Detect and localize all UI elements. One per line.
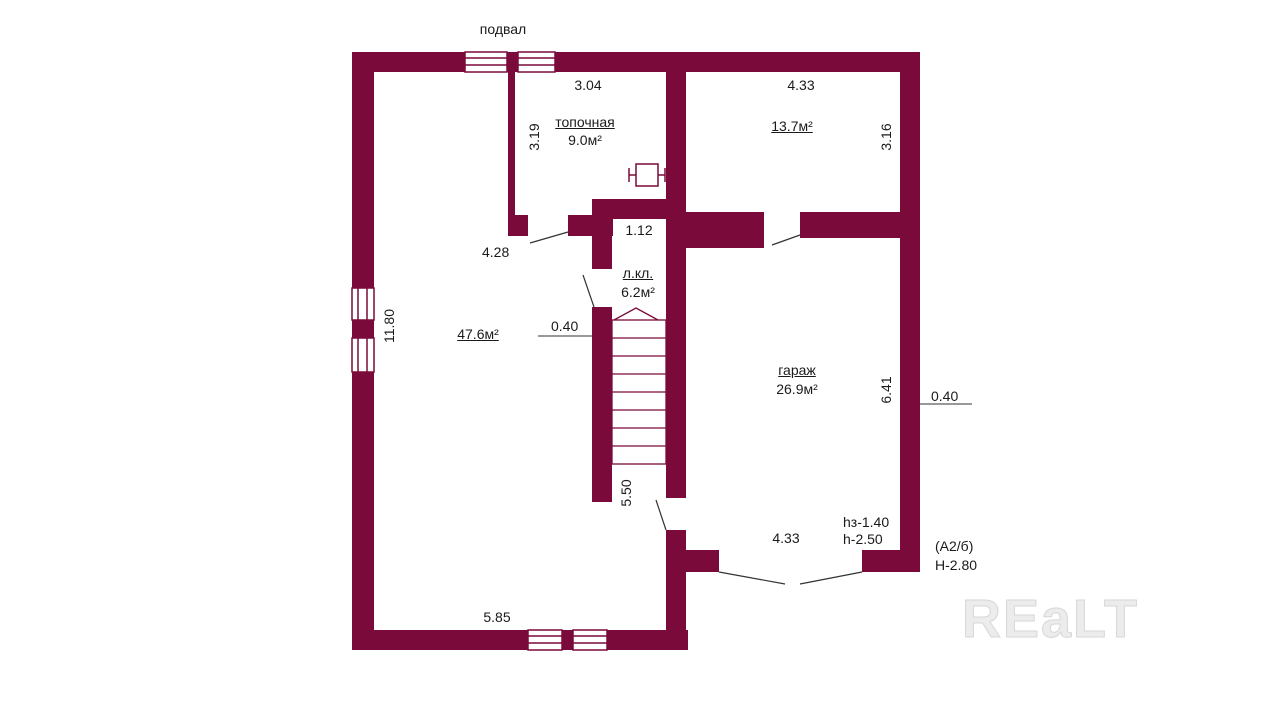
a2b-label: (А2/б) <box>935 538 974 554</box>
boiler-room-name: топочная <box>555 114 615 130</box>
wall-bottom <box>352 630 688 650</box>
wall-boiler-bottom <box>592 199 685 219</box>
window-left <box>351 287 375 373</box>
room-ne-area: 13.7м² <box>771 118 813 134</box>
ne-width-dim: 4.33 <box>787 77 815 93</box>
outer-wall-dim: 0.40 <box>931 388 959 404</box>
wall-boiler-thin <box>508 72 515 217</box>
wall-stair-upper <box>592 199 612 269</box>
stair-name: л.кл. <box>622 265 654 281</box>
garage-name: гараж <box>778 362 816 378</box>
ne-height-dim: 3.16 <box>878 123 894 151</box>
dim-1-12: 1.12 <box>625 222 653 238</box>
wall-center-lower <box>666 248 686 498</box>
boiler-room-area: 9.0м² <box>568 132 602 148</box>
walls <box>352 52 920 650</box>
wall-center-bottom <box>666 530 686 650</box>
garage-width-dim: 4.33 <box>772 530 800 546</box>
inner-wall-dim: 0.40 <box>551 318 579 334</box>
garage-height-dim: 6.41 <box>878 376 894 404</box>
main-width-dim: 5.85 <box>483 609 511 625</box>
wall-thick-block <box>666 212 764 248</box>
windows <box>351 51 608 651</box>
boiler-width-dim: 3.04 <box>574 77 602 93</box>
wall-boiler-stub <box>508 215 528 236</box>
window-bottom <box>527 629 608 651</box>
staircase <box>611 307 667 465</box>
H-label: Н-2.80 <box>935 557 978 573</box>
dimension-lines <box>538 335 972 405</box>
door-swings <box>529 231 863 585</box>
hz-label: hз-1.40 <box>843 514 890 530</box>
garage-area: 26.9м² <box>776 381 818 397</box>
realt-watermark: REaLT <box>961 589 1140 650</box>
wall-garage-door-left <box>686 550 719 572</box>
boiler-icon <box>628 163 666 187</box>
dim-5-50: 5.50 <box>618 479 634 507</box>
wall-ne-bottom <box>800 212 920 238</box>
main-room-area: 47.6м² <box>457 326 499 342</box>
stair-area: 6.2м² <box>621 284 655 300</box>
dim-4-28: 4.28 <box>482 244 510 260</box>
wall-top <box>352 52 920 72</box>
wall-center-upper <box>666 52 686 252</box>
boiler-height-dim: 3.19 <box>526 123 542 151</box>
main-height-dim: 11.80 <box>381 309 397 343</box>
basement-label: подвал <box>479 21 527 37</box>
h-label: h-2.50 <box>843 531 883 547</box>
wall-stair-left <box>592 307 612 502</box>
window-top <box>464 51 556 73</box>
wall-right <box>900 52 920 572</box>
wall-garage-door-right <box>862 550 920 572</box>
